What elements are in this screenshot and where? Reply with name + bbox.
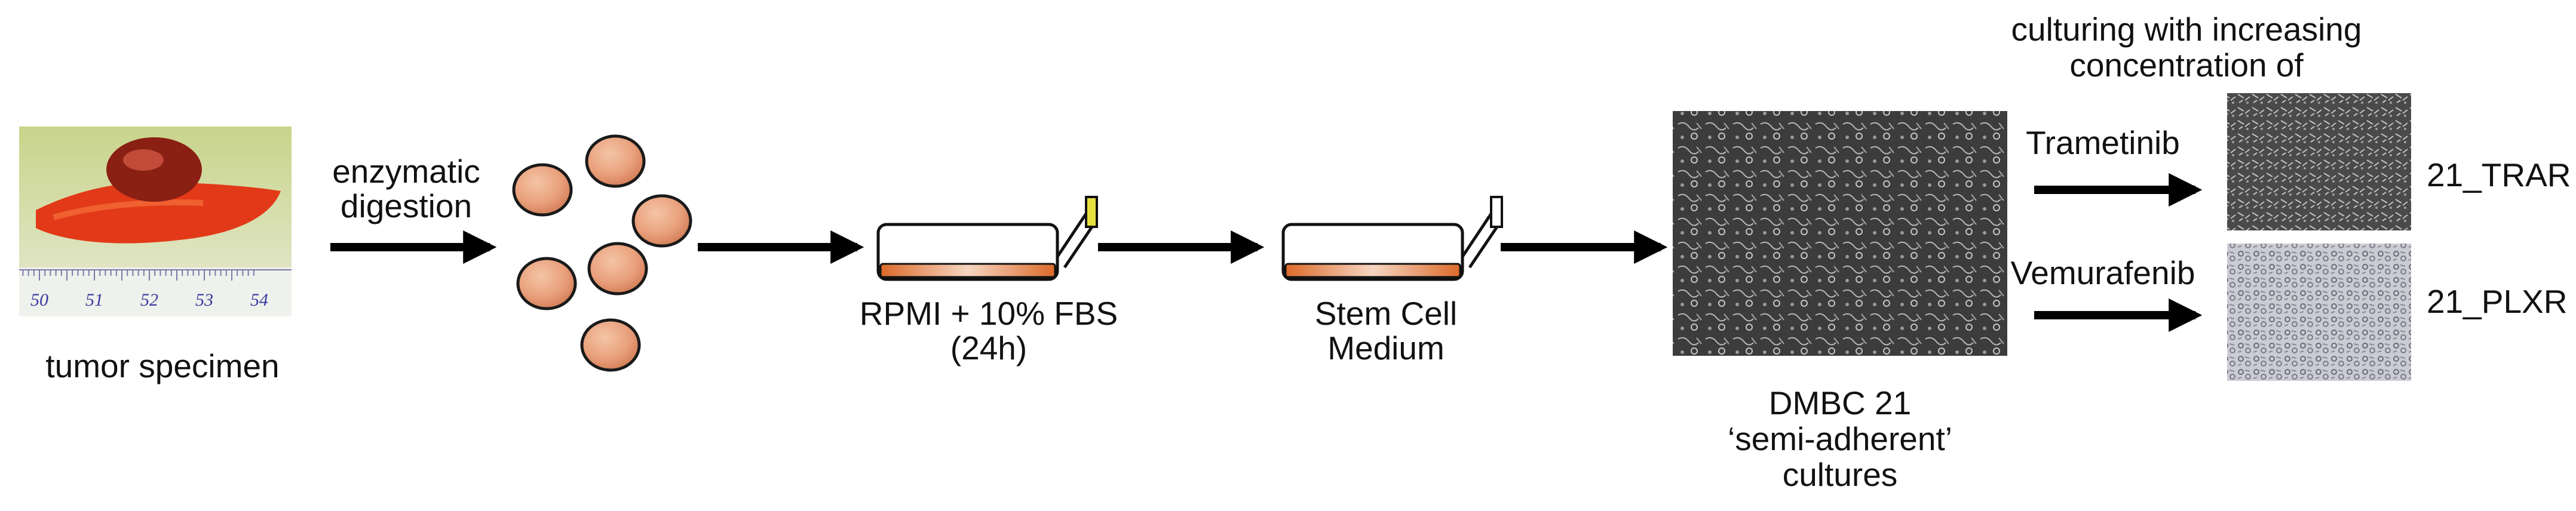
ruler-mark: 50	[30, 290, 48, 310]
cell	[631, 194, 692, 248]
culture-flask-stem-cell	[1281, 196, 1503, 281]
ruler-scale: 50 51 52 53 54	[22, 270, 268, 310]
micrograph-21-plxr	[2227, 244, 2411, 381]
label-trametinib: Trametinib	[2026, 124, 2180, 161]
label-digestion: digestion	[341, 187, 472, 224]
ruler-mark: 51	[85, 290, 103, 310]
label-21-plxr: 21_PLXR	[2427, 283, 2567, 320]
micrograph-21-trar	[2227, 93, 2411, 230]
label-cultures: cultures	[1783, 456, 1898, 493]
cell	[516, 257, 577, 310]
label-semi-adherent: ‘semi-adherent’	[1728, 420, 1952, 457]
label-vemurafenib: Vemurafenib	[2011, 254, 2195, 291]
flask-cap-icon	[1490, 196, 1503, 228]
label-dmbc21: DMBC 21	[1769, 384, 1911, 421]
cell	[512, 163, 573, 217]
label-rpmi-duration: (24h)	[950, 330, 1027, 367]
label-culturing: culturing with increasing	[2011, 11, 2362, 48]
tumor-specimen-photo: 50 51 52 53 54	[19, 127, 292, 316]
dissociated-cells	[512, 134, 692, 372]
ruler-mark: 54	[250, 290, 268, 310]
flask-cap-icon	[1085, 196, 1098, 228]
micrograph-dmbc21	[1673, 111, 2007, 356]
cell	[580, 318, 641, 372]
ruler-mark: 52	[140, 290, 158, 310]
label-tumor-specimen: tumor specimen	[45, 347, 279, 384]
label-21-trar: 21_TRAR	[2427, 156, 2571, 193]
culture-flask-rpmi	[876, 196, 1098, 281]
cell	[587, 242, 648, 295]
ruler-mark: 53	[195, 290, 213, 310]
cell	[585, 134, 646, 188]
label-medium: Medium	[1327, 330, 1445, 367]
labels: tumor specimen enzymatic digestion RPMI …	[45, 11, 2571, 493]
label-enzymatic: enzymatic	[332, 153, 480, 190]
arrows	[330, 173, 2203, 332]
label-concentration: concentration of	[2069, 47, 2304, 84]
label-stem-cell: Stem Cell	[1315, 295, 1457, 332]
label-rpmi: RPMI + 10% FBS	[860, 295, 1118, 332]
